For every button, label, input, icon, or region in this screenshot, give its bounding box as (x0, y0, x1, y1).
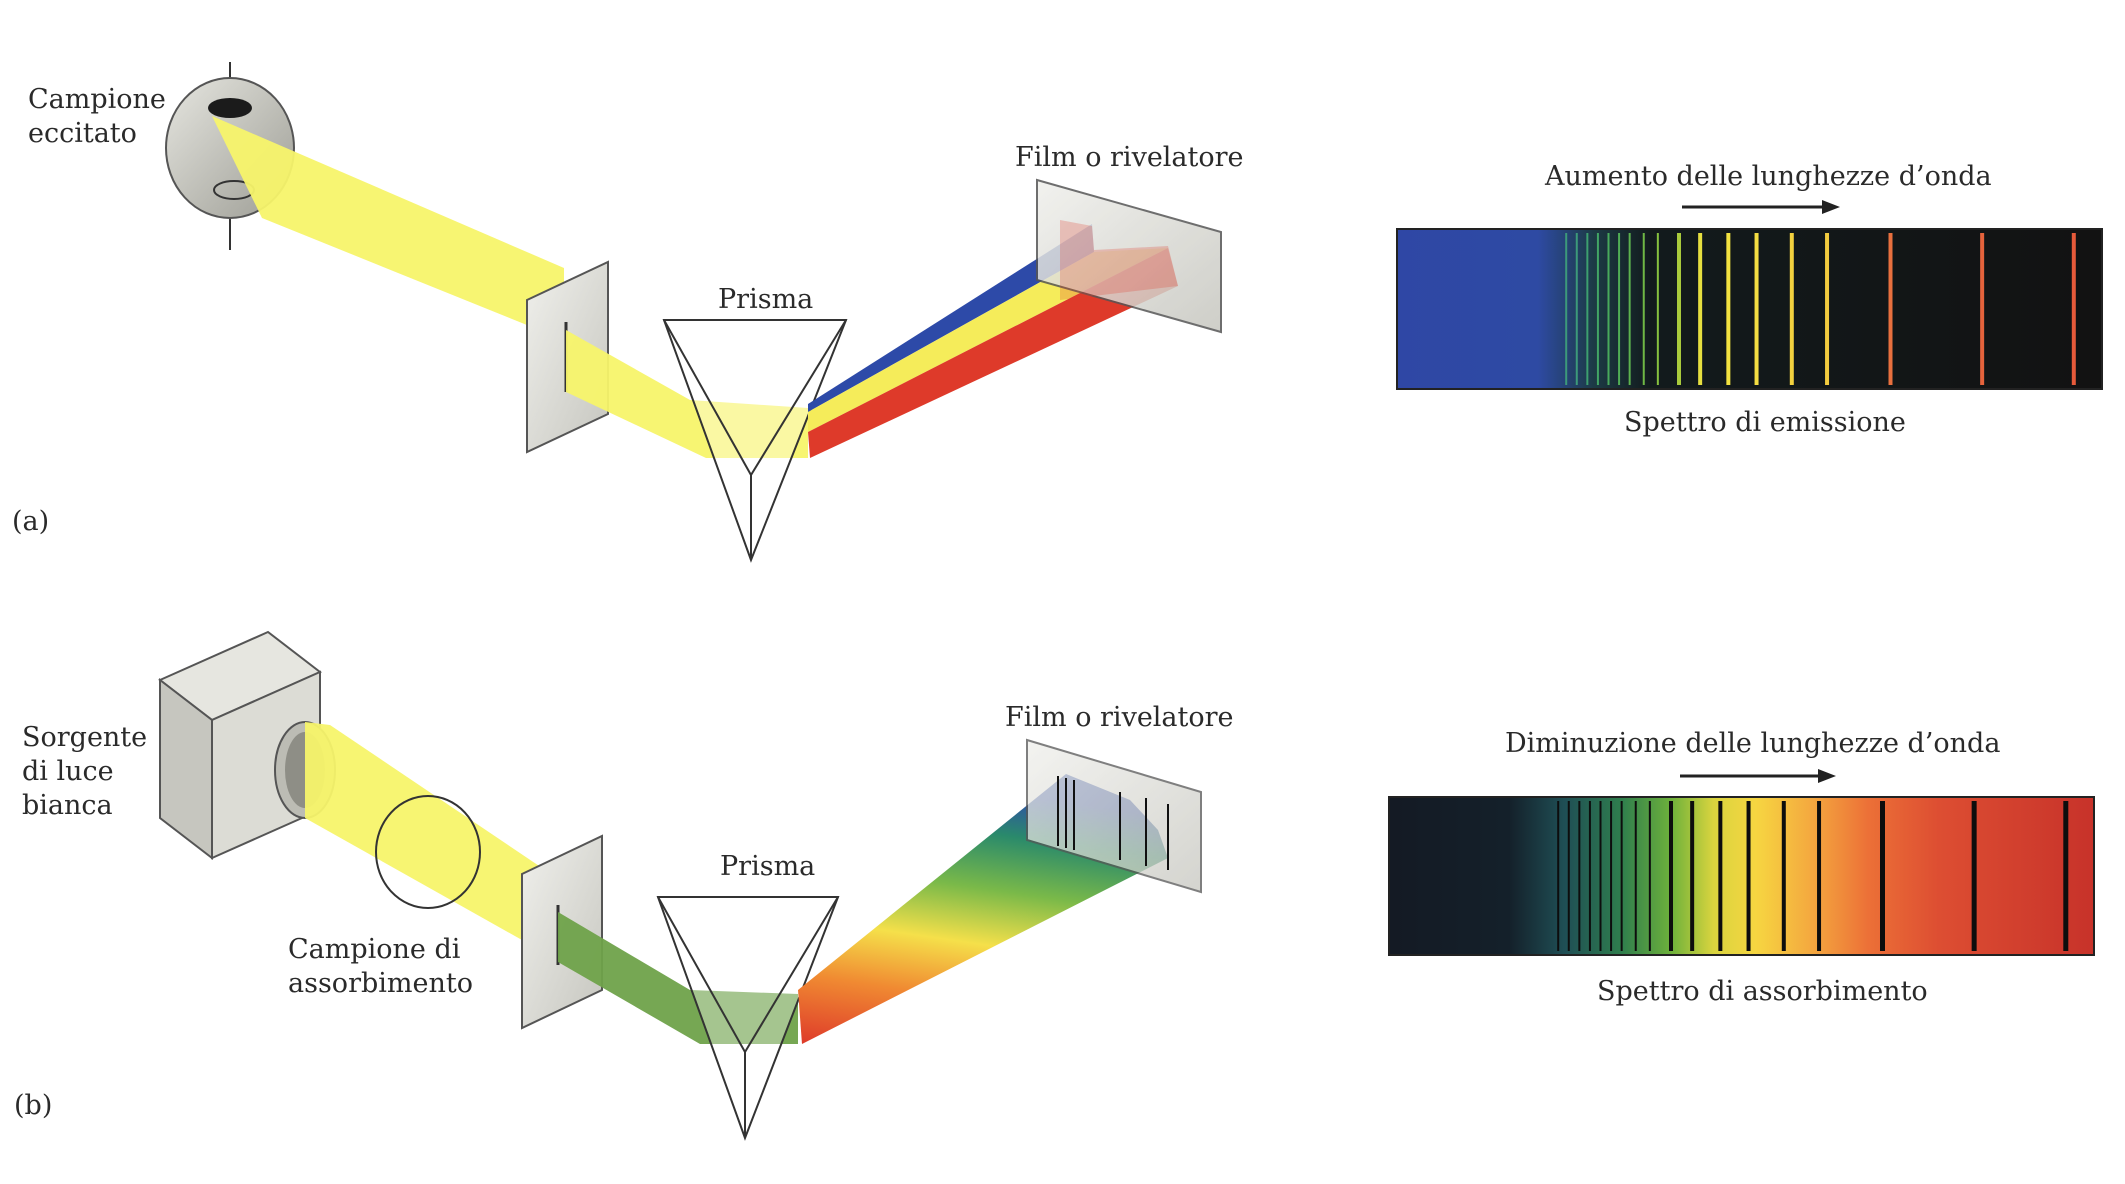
emission-lines (1565, 233, 2076, 385)
absorption-spectrum-strip (1388, 796, 2095, 956)
light-beam-b (305, 722, 560, 958)
filtered-beam-b (558, 912, 798, 1044)
excited-sample-label-line2: eccitato (28, 118, 137, 149)
absorption-spectrum (1388, 796, 2095, 956)
wavelength-arrow-b (1680, 769, 1836, 783)
emission-spectrum (1396, 228, 2103, 390)
absorption-sample-label-line2: assorbimento (288, 968, 473, 999)
detector-fan-a-overlay (1060, 220, 1178, 300)
detector-label-a: Film o rivelatore (1015, 142, 1244, 173)
emission-spectrum-label: Spettro di emissione (1624, 407, 1906, 438)
prism-a-icon (662, 319, 848, 563)
emission-spectrum-strip (1396, 228, 2103, 390)
detector-label-b: Film o rivelatore (1005, 702, 1234, 733)
absorption-sample-label-line1: Campione di (288, 934, 461, 965)
white-light-source-label-line3: bianca (22, 790, 113, 821)
dispersed-fan-a-red (808, 248, 1178, 458)
white-light-source-label-line2: di luce (22, 756, 114, 787)
detector-absorption-lines (1057, 776, 1169, 870)
detector-plate-b (1026, 738, 1202, 894)
absorption-lines (1557, 801, 2069, 951)
panel-b-label: (b) (14, 1090, 52, 1121)
prism-label-a: Prisma (718, 284, 813, 315)
absorption-spectrum-label: Spettro di assorbimento (1597, 976, 1928, 1007)
panel-a-label: (a) (12, 506, 49, 537)
absorption-sample-icon (375, 795, 481, 909)
wavelength-increase-label: Aumento delle lunghezze d’onda (1544, 161, 1992, 192)
light-beam-a (212, 116, 564, 340)
prism-label-b: Prisma (720, 851, 815, 882)
wavelength-arrow-a (1682, 200, 1840, 214)
wavelength-decrease-label: Diminuzione delle lunghezze d’onda (1505, 728, 2000, 759)
dispersed-fan-a (808, 224, 1094, 412)
light-beam-a-2 (566, 330, 808, 458)
prism-b-icon (656, 896, 840, 1141)
detector-plate-a (1036, 178, 1222, 334)
excited-sample-label-line1: Campione (28, 84, 166, 115)
white-light-source-label-line1: Sorgente (22, 722, 147, 753)
panel-b (158, 630, 1202, 1141)
panel-a (165, 62, 1222, 563)
